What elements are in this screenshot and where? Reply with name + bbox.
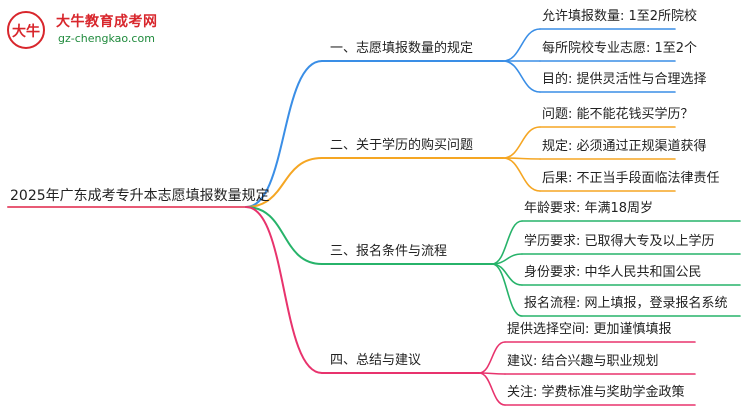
branch-topic[interactable]: 四、总结与建议 [330, 353, 422, 368]
leaf-topic[interactable]: 允许填报数量: 1至2所院校 [542, 9, 698, 24]
leaf-topic[interactable]: 提供选择空间: 更加谨慎填报 [507, 322, 672, 337]
branch-connector [245, 60, 323, 208]
branch-connector [245, 157, 323, 208]
leaf-connector [502, 126, 541, 159]
branch-topic[interactable]: 二、关于学历的购买问题 [330, 138, 474, 153]
logo-badge-text: 大牛 [12, 23, 40, 40]
leaf-connector [502, 157, 541, 192]
leaf-topic[interactable]: 问题: 能不能花钱买学历？ [542, 107, 694, 122]
leaf-topic[interactable]: 学历要求: 已取得大专及以上学历 [524, 234, 715, 249]
leaf-connector [478, 372, 506, 406]
leaf-topic[interactable]: 规定: 必须通过正规渠道获得 [542, 139, 707, 154]
leaf-topic[interactable]: 每所院校专业志愿: 1至2个 [542, 41, 698, 56]
logo-title: 大牛教育成考网 [56, 14, 158, 30]
leaf-connector [478, 341, 506, 374]
leaf-topic[interactable]: 目的: 提供灵活性与合理选择 [542, 72, 707, 87]
root-topic[interactable]: 2025年广东成考专升本志愿填报数量规定 [10, 188, 270, 204]
leaf-topic[interactable]: 身份要求: 中华人民共和国公民 [524, 265, 702, 280]
branch-topic[interactable]: 三、报名条件与流程 [330, 244, 448, 259]
leaf-topic[interactable]: 年龄要求: 年满18周岁 [524, 201, 654, 216]
leaf-topic[interactable]: 后果: 不正当手段面临法律责任 [542, 171, 720, 186]
site-logo[interactable]: 大牛 大牛教育成考网 gz-chengkao.com [6, 8, 176, 52]
leaf-topic[interactable]: 关注: 学费标准与奖助学金政策 [507, 385, 685, 400]
logo-badge-icon: 大牛 [7, 11, 45, 49]
branch-connector [245, 206, 323, 265]
leaf-connector [491, 263, 523, 286]
leaf-topic[interactable]: 建议: 结合兴趣与职业规划 [507, 354, 659, 369]
leaf-connector [502, 60, 541, 93]
leaf-connector [491, 220, 523, 265]
leaf-connector [502, 28, 541, 62]
leaf-connector [491, 263, 523, 317]
logo-url: gz-chengkao.com [58, 32, 155, 45]
leaf-topic[interactable]: 报名流程: 网上填报，登录报名系统 [524, 296, 728, 311]
branch-connector [245, 206, 323, 374]
branch-topic[interactable]: 一、志愿填报数量的规定 [330, 41, 474, 56]
